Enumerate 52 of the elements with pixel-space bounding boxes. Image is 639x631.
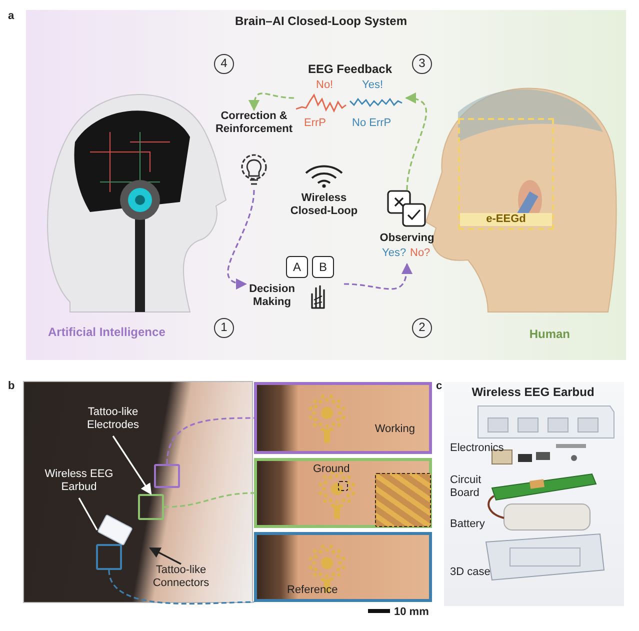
step-label: Correction & Reinforcement	[214, 110, 294, 136]
step-label: Decision Making	[248, 283, 296, 308]
inset-label: Working	[374, 423, 415, 436]
arrow	[149, 547, 182, 565]
photo-inset	[254, 382, 432, 454]
arrow	[112, 436, 152, 495]
callout-label: Tattoo-like Electrodes	[86, 406, 140, 432]
part-label: Circuit Board	[450, 474, 482, 500]
photo-inset	[254, 458, 432, 528]
inset-label: Ground	[313, 463, 350, 476]
region-label: e-EEGd	[460, 213, 552, 226]
callout-label: Wireless EEG Earbud	[44, 468, 114, 494]
highlight-square	[154, 464, 180, 488]
inset-label: Reference	[287, 584, 338, 597]
signal-label: No!	[316, 79, 334, 92]
panel-title: Wireless EEG Earbud	[470, 386, 596, 400]
node-label: Human	[529, 328, 570, 342]
photo	[24, 382, 252, 602]
part-label: Electronics	[450, 442, 504, 455]
signal-label: ErrP	[304, 117, 326, 130]
panel-letter: c	[436, 380, 442, 393]
dashed-arrow	[248, 92, 294, 112]
answer-label: No?	[410, 247, 430, 260]
section-heading: EEG Feedback	[306, 63, 394, 77]
answer-label: Yes?	[382, 247, 406, 260]
magnified-view	[375, 473, 431, 527]
step-label: Observing	[378, 232, 436, 245]
highlight-square	[138, 494, 164, 520]
dashed-arrow	[344, 262, 412, 290]
signal-label: Yes!	[362, 79, 384, 92]
highlight-square	[96, 544, 122, 570]
panel-title: Brain–AI Closed-Loop System	[234, 15, 408, 29]
photo-inset	[254, 532, 432, 602]
dashed-line	[164, 492, 254, 508]
zoom-square	[338, 481, 348, 491]
key-label: A	[286, 256, 308, 278]
dashed-line	[166, 417, 254, 464]
step-label: Wireless Closed-Loop	[289, 192, 359, 218]
signal-label: No ErrP	[352, 117, 392, 130]
panel-letter: b	[8, 380, 15, 393]
callout-label: Tattoo-like Connectors	[152, 564, 210, 590]
part-label: 3D case	[450, 566, 490, 579]
dashed-line	[108, 570, 254, 604]
leader-line	[78, 498, 98, 530]
dashed-arrow	[404, 93, 427, 190]
node-label: Artificial Intelligence	[48, 326, 166, 340]
part-label: Battery	[450, 518, 485, 531]
dashed-region	[458, 118, 554, 230]
key-label: B	[312, 256, 334, 278]
panel-letter: a	[8, 10, 14, 23]
dashed-arrow	[227, 190, 255, 288]
scale-label: 10 mm	[394, 606, 429, 619]
